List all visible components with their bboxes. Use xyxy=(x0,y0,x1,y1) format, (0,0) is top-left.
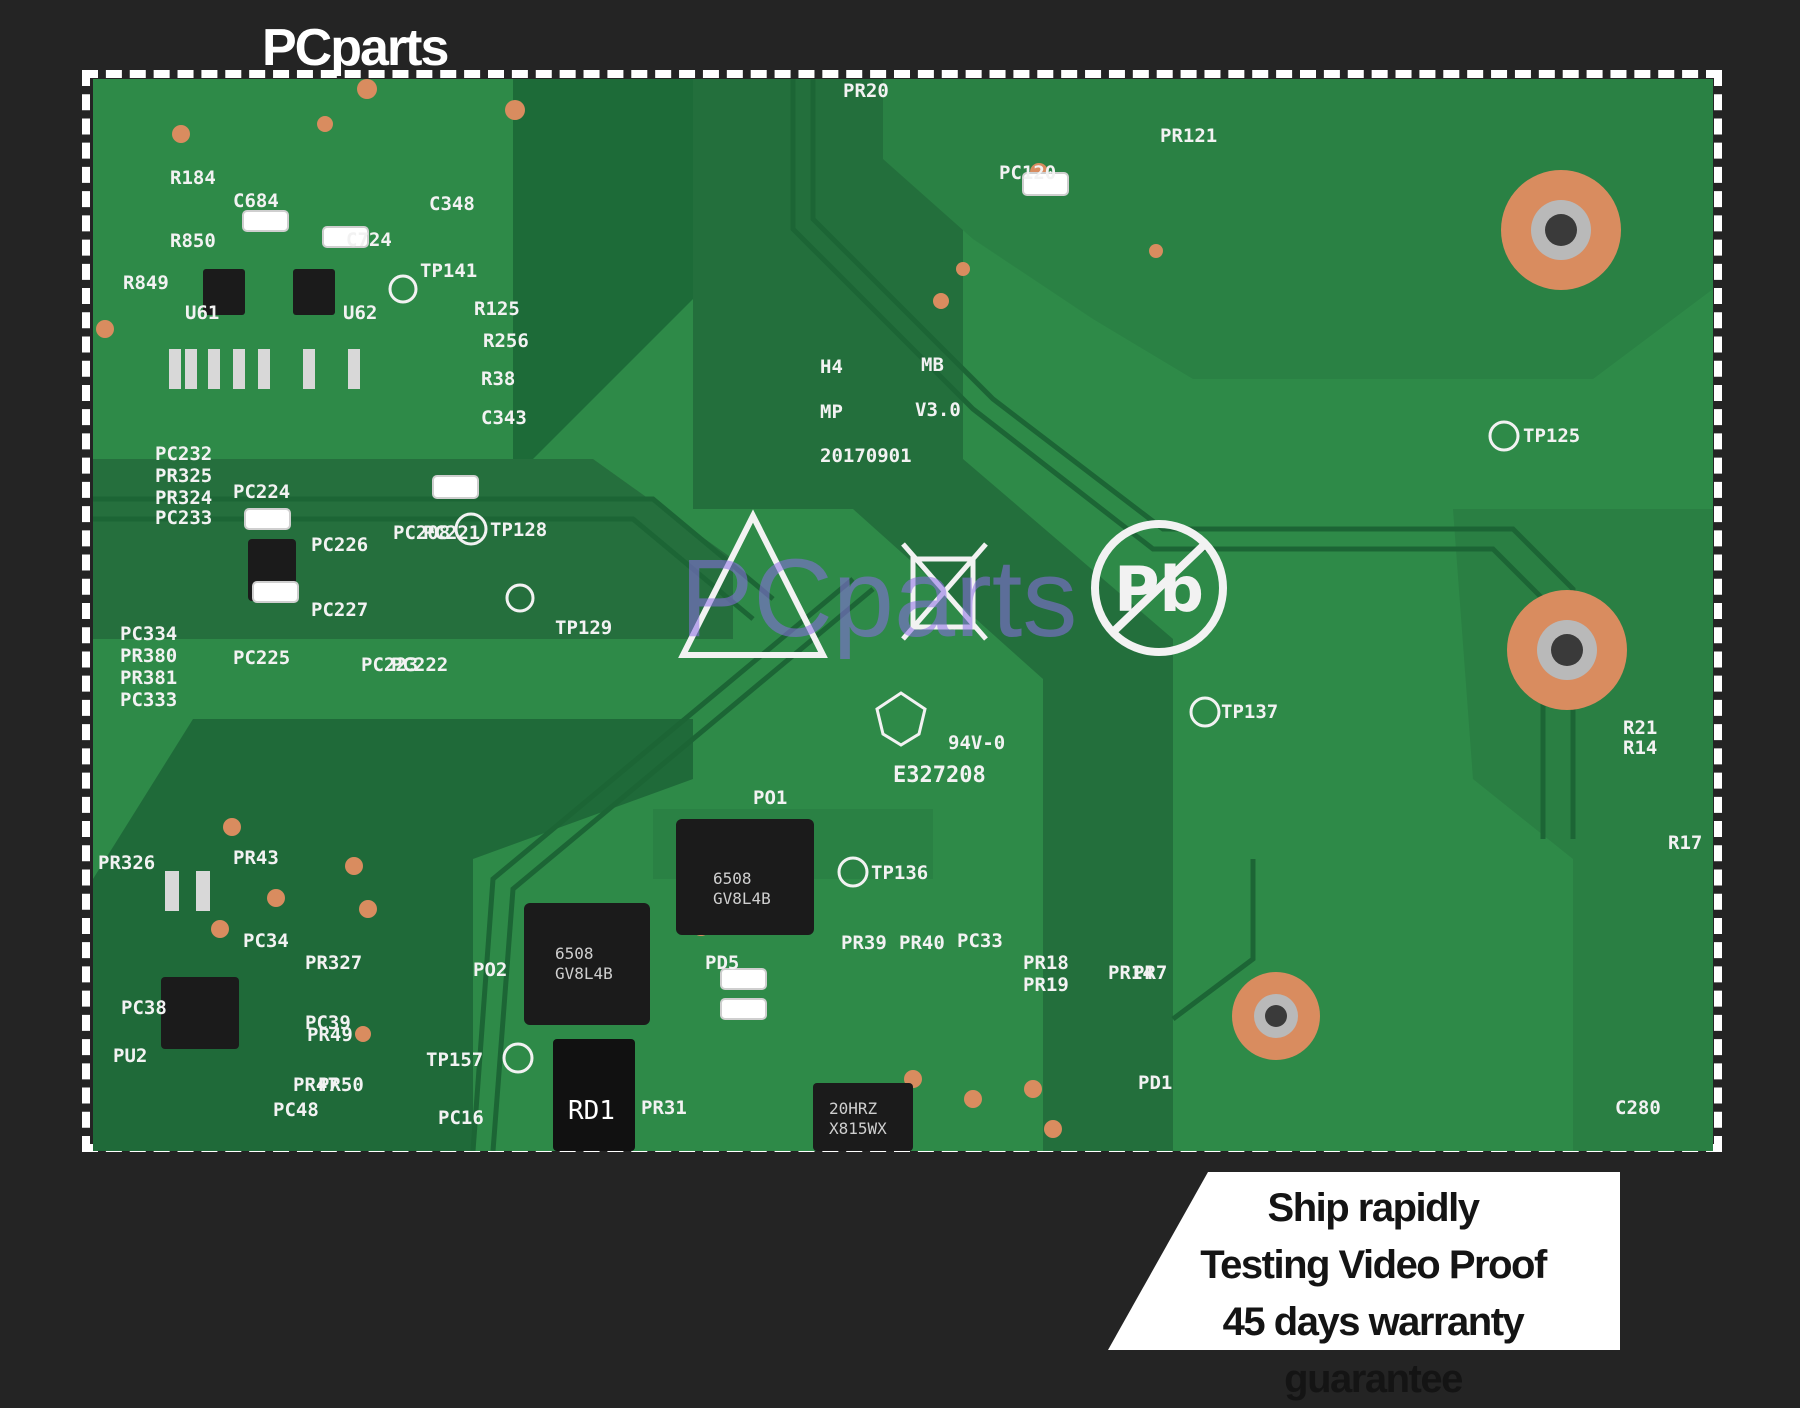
silk-pc225: PC225 xyxy=(233,647,290,669)
silk-po1: PO1 xyxy=(753,787,787,809)
pcb-artwork: Pb H4 MB MP V3.0 20170901 E327208 94V-0 … xyxy=(93,79,1713,1151)
silk-pc208: PC208 xyxy=(393,522,450,544)
silk-pd5: PD5 xyxy=(705,952,739,974)
silk-pr47: PR47 xyxy=(293,1074,339,1096)
silk-pc226: PC226 xyxy=(311,534,368,556)
mounting-hole xyxy=(1232,972,1320,1060)
silk-r125: R125 xyxy=(474,298,520,320)
silk-tp141: TP141 xyxy=(420,260,477,282)
silk-pr20: PR20 xyxy=(843,80,889,102)
promo-banner: Ship rapidly Testing Video Proof 45 days… xyxy=(1108,1172,1620,1401)
silk-pr380: PR380 xyxy=(120,645,177,667)
silk-pr326: PR326 xyxy=(98,852,155,874)
silk-pr324: PR324 xyxy=(155,487,212,509)
silk-tp128: TP128 xyxy=(490,519,547,541)
chip-marking-4: GV8L4B xyxy=(555,964,613,983)
silk-pr50: PR50 xyxy=(318,1074,364,1096)
silk-pc221: PC221 xyxy=(423,522,480,544)
silk-c343: C343 xyxy=(481,407,527,429)
silk-pr7: PR7 xyxy=(1133,962,1167,984)
promo-line-testing: Testing Video Proof xyxy=(1200,1243,1547,1287)
silk-pr49: PR49 xyxy=(307,1024,353,1046)
silk-pc333: PC333 xyxy=(120,689,177,711)
silk-pr18: PR18 xyxy=(1023,952,1069,974)
silk-r17: R17 xyxy=(1668,832,1702,854)
silk-pc222: PC222 xyxy=(391,654,448,676)
promo-line-warranty: 45 days warranty guarantee xyxy=(1222,1300,1525,1401)
silk-r184: R184 xyxy=(170,167,216,189)
silk-date: 20170901 xyxy=(820,445,912,467)
promo-line-shipping: Ship rapidly xyxy=(1267,1186,1480,1230)
pb-label: Pb xyxy=(1114,553,1204,626)
silk-pc48: PC48 xyxy=(273,1099,319,1121)
silk-r14: R14 xyxy=(1623,737,1657,759)
recycle-bin-crossed-icon xyxy=(901,542,988,641)
silk-r256: R256 xyxy=(483,330,529,352)
silk-pr381: PR381 xyxy=(120,667,177,689)
silk-pc120: PC120 xyxy=(999,162,1056,184)
silk-pr31: PR31 xyxy=(641,1097,687,1119)
silk-version: V3.0 xyxy=(915,399,961,421)
silk-r849: R849 xyxy=(123,272,169,294)
mosfet-po2 xyxy=(524,903,650,1025)
silk-pc233: PC233 xyxy=(155,507,212,529)
ic-marking-2: X815WX xyxy=(829,1119,887,1138)
silk-pc16: PC16 xyxy=(438,1107,484,1129)
silk-pd1: PD1 xyxy=(1138,1072,1172,1094)
silk-c348: C348 xyxy=(429,193,475,215)
chip-marking-2: GV8L4B xyxy=(713,889,771,908)
silk-pr327: PR327 xyxy=(305,952,362,974)
silk-pu2: PU2 xyxy=(113,1045,147,1067)
silk-c724: C724 xyxy=(346,229,392,251)
chip-marking-3: 6508 xyxy=(555,944,594,963)
silk-cert: E327208 xyxy=(893,763,986,788)
triangle-symbol-icon xyxy=(678,509,828,658)
silk-pr14: PR14 xyxy=(1108,962,1154,984)
silk-pc223: PC223 xyxy=(361,654,418,676)
silk-pc33: PC33 xyxy=(957,930,1003,952)
silk-u61: U61 xyxy=(185,302,219,324)
silk-pr39: PR39 xyxy=(841,932,887,954)
silk-rating: 94V-0 xyxy=(948,732,1005,754)
silk-u62: U62 xyxy=(343,302,377,324)
brand-logo: PCparts xyxy=(262,19,449,77)
silk-pr121: PR121 xyxy=(1160,125,1217,147)
silk-pc38: PC38 xyxy=(121,997,167,1019)
mounting-hole xyxy=(1507,590,1627,710)
silk-tp157: TP157 xyxy=(426,1049,483,1071)
ul-logo-icon xyxy=(875,691,927,747)
silk-pc39: PC39 xyxy=(305,1012,351,1034)
silk-pr19: PR19 xyxy=(1023,974,1069,996)
silk-pr40: PR40 xyxy=(899,932,945,954)
silk-h4: H4 xyxy=(820,356,843,378)
silk-pr325: PR325 xyxy=(155,465,212,487)
silk-c684: C684 xyxy=(233,190,279,212)
chip-marking-1: 6508 xyxy=(713,869,752,888)
promo-banner-shape xyxy=(1108,1172,1620,1350)
silk-c280: C280 xyxy=(1615,1097,1661,1119)
silk-mb: MB xyxy=(921,354,944,376)
silk-r21: R21 xyxy=(1623,717,1657,739)
mosfet-po1 xyxy=(676,819,814,935)
silk-pc232: PC232 xyxy=(155,443,212,465)
ic-marking-1: 20HRZ xyxy=(829,1099,878,1118)
lead-free-icon: Pb xyxy=(1091,520,1227,656)
silk-pc224: PC224 xyxy=(233,481,290,503)
pcb-photo: Pb H4 MB MP V3.0 20170901 E327208 94V-0 … xyxy=(93,79,1713,1151)
silk-tp125: TP125 xyxy=(1523,425,1580,447)
silk-po2: PO2 xyxy=(473,959,507,981)
silk-pr43: PR43 xyxy=(233,847,279,869)
silk-tp129: TP129 xyxy=(555,617,612,639)
silk-r850: R850 xyxy=(170,230,216,252)
silk-tp136: TP136 xyxy=(871,862,928,884)
silk-mp: MP xyxy=(820,401,843,423)
resistor-marking: RD1 xyxy=(568,1096,615,1126)
silk-pc34: PC34 xyxy=(243,930,289,952)
mounting-hole xyxy=(1501,170,1621,290)
silk-tp137: TP137 xyxy=(1221,701,1278,723)
silk-pc227: PC227 xyxy=(311,599,368,621)
silk-r38: R38 xyxy=(481,368,515,390)
silk-pc334: PC334 xyxy=(120,623,177,645)
